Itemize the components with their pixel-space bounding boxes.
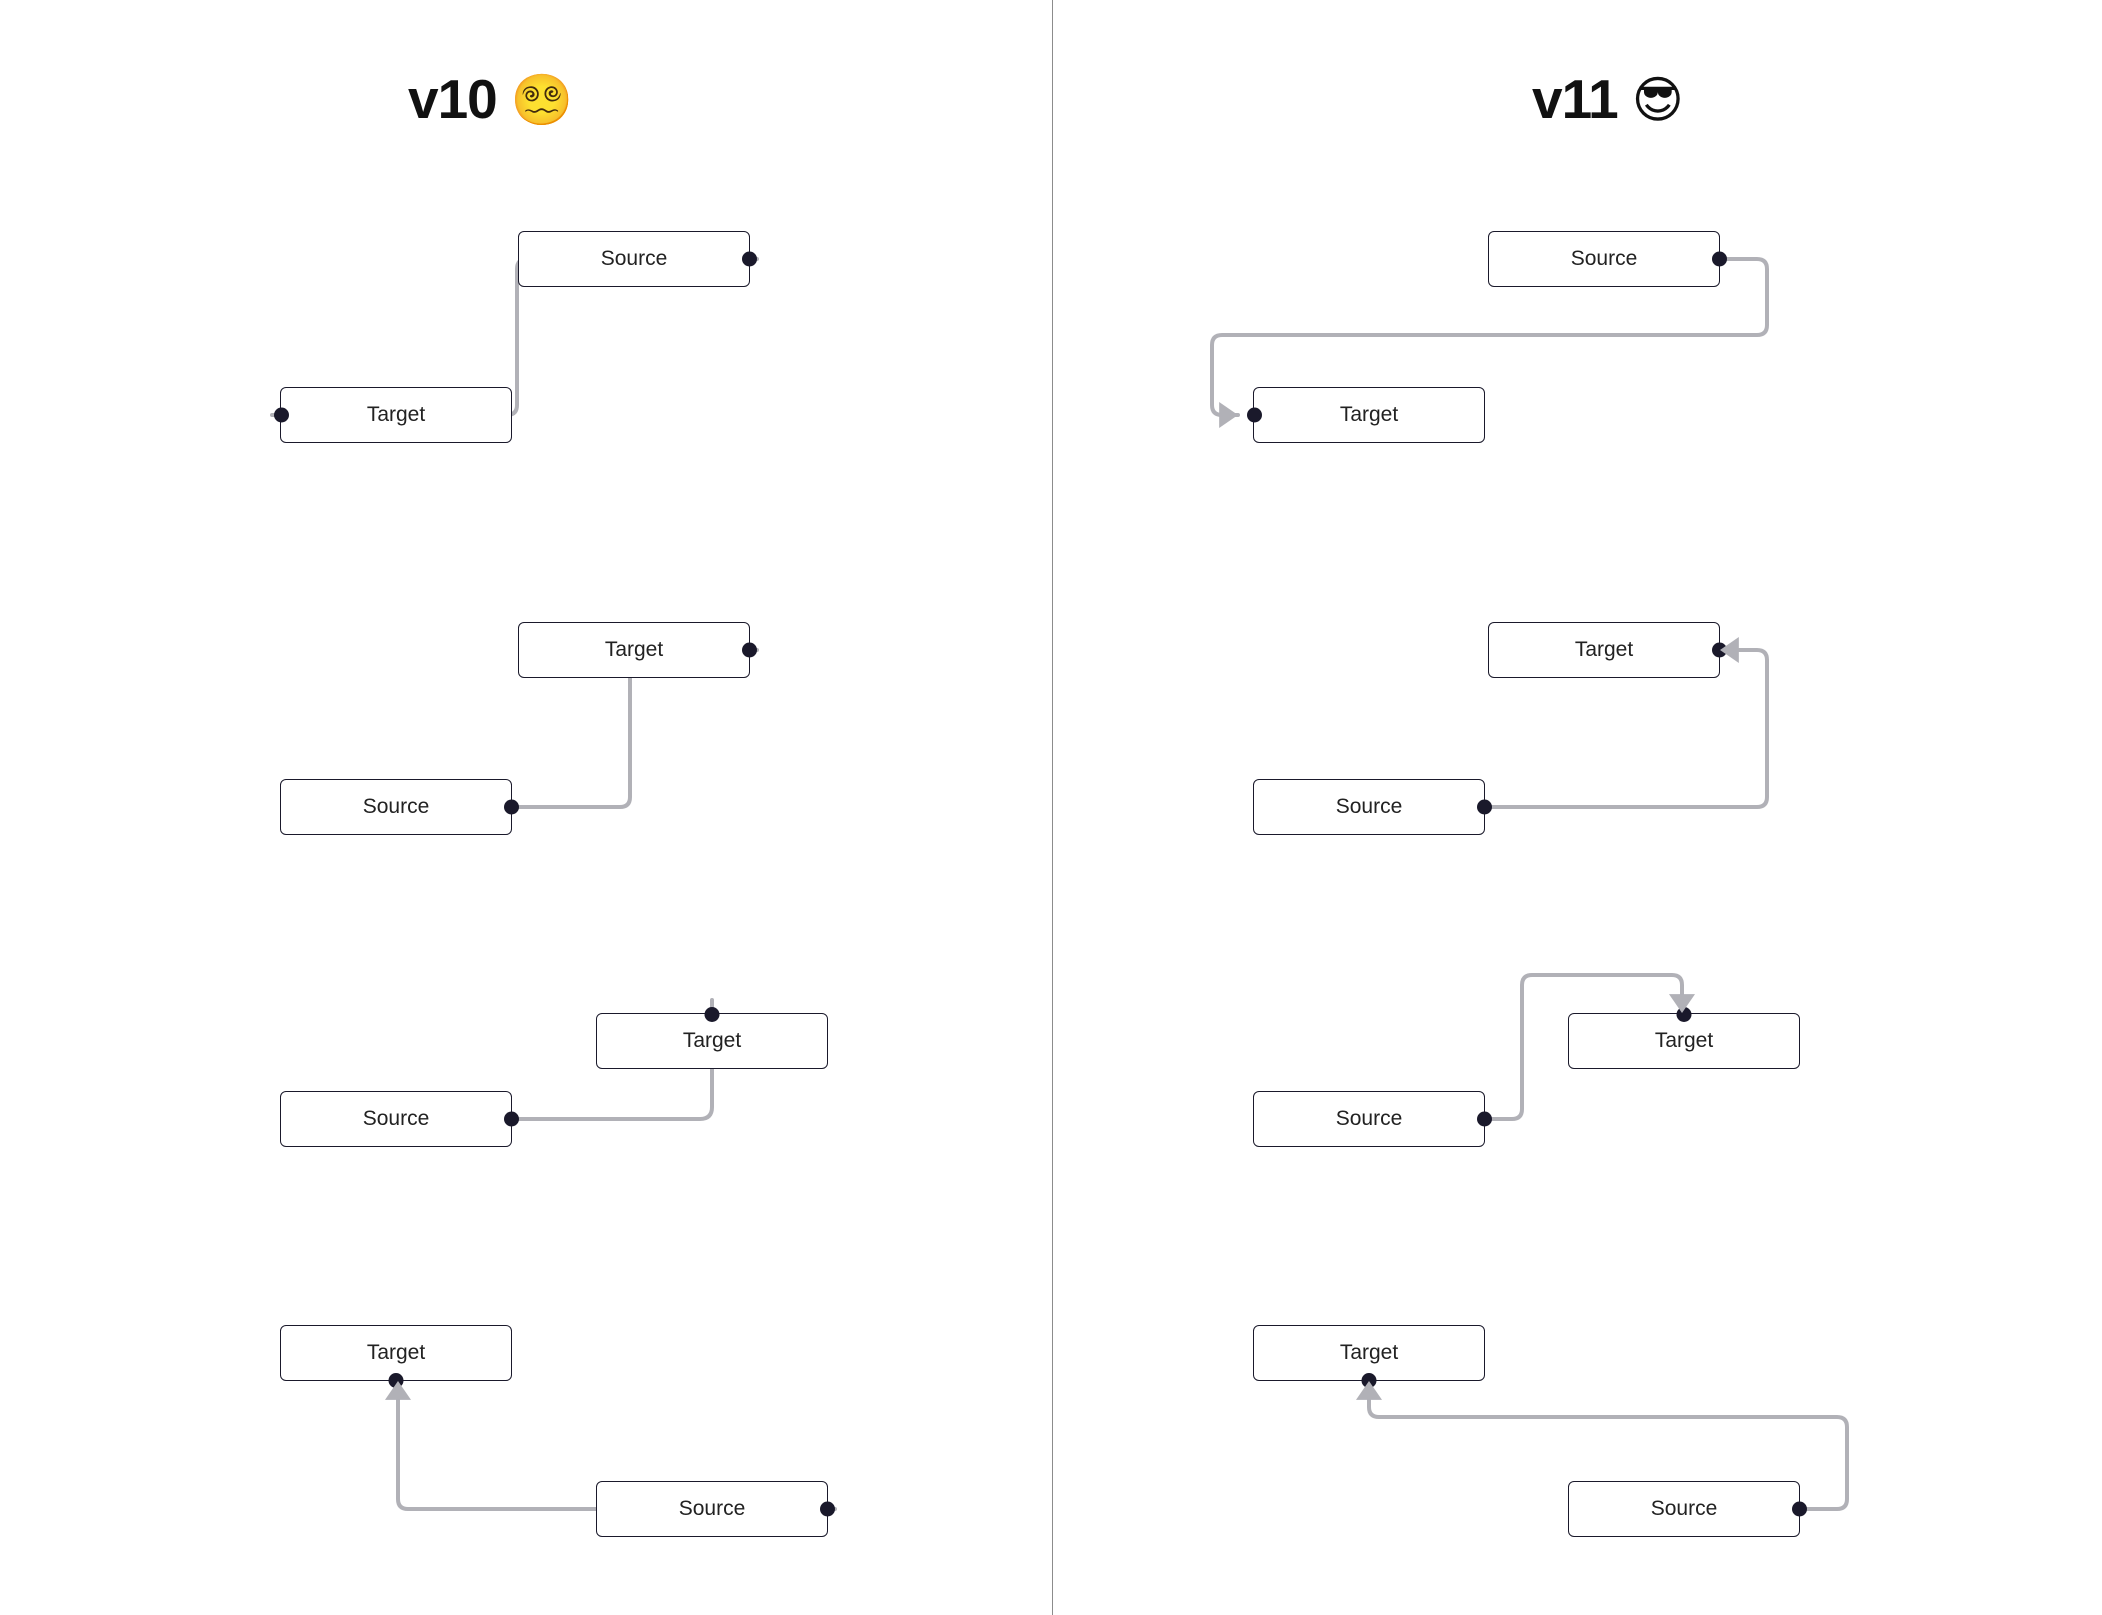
v11-a3-arrowhead-icon [1669,994,1695,1013]
column-divider [1052,0,1053,1615]
connection-handle-right[interactable] [1476,1111,1492,1127]
connection-handle-right[interactable] [1711,642,1727,658]
v11-a4-arrowhead-icon [1356,1381,1382,1400]
connection-handle-top[interactable] [704,1006,720,1022]
connection-handle-right[interactable] [1476,799,1492,815]
connection-handle-right[interactable] [1791,1501,1807,1517]
sunglasses-face-emoji-icon: 😎 [1631,70,1684,129]
connection-handle-right[interactable] [1711,251,1727,267]
dizzy-face-emoji-icon: 😵‍💫 [510,70,573,129]
v11-e4-path[interactable] [1367,1388,1849,1511]
connection-handle-right[interactable] [503,799,519,815]
connection-handle-right[interactable] [819,1501,835,1517]
connection-handle-bottom[interactable] [1361,1372,1377,1388]
v11-case-3-source-node[interactable]: Source [1253,1091,1492,1147]
v10-case-2-target-node[interactable]: Target [518,622,757,678]
column-title-v10: v10 😵‍💫 [408,68,573,130]
connection-handle-right[interactable] [503,1111,519,1127]
v11-e1-path[interactable] [1210,257,1769,417]
connection-handle-left[interactable] [1246,407,1262,423]
v11-a1-arrowhead-icon [1219,402,1238,428]
v11-e2-path[interactable] [1490,648,1769,809]
v11-e3-path[interactable] [1490,973,1684,1121]
connection-handle-left[interactable] [273,407,289,423]
v10-a4-arrowhead-icon [385,1381,411,1400]
connection-handle-right[interactable] [741,642,757,658]
column-title-v10-text: v10 [408,68,498,130]
v11-case-3-target-node[interactable]: Target [1568,1006,1800,1069]
v10-e3-path[interactable] [517,998,714,1121]
v11-a2-arrowhead-icon [1720,637,1739,663]
connection-handle-right[interactable] [741,251,757,267]
column-title-v11: v11 😎 [1532,68,1684,130]
column-title-v11-text: v11 [1532,68,1619,130]
